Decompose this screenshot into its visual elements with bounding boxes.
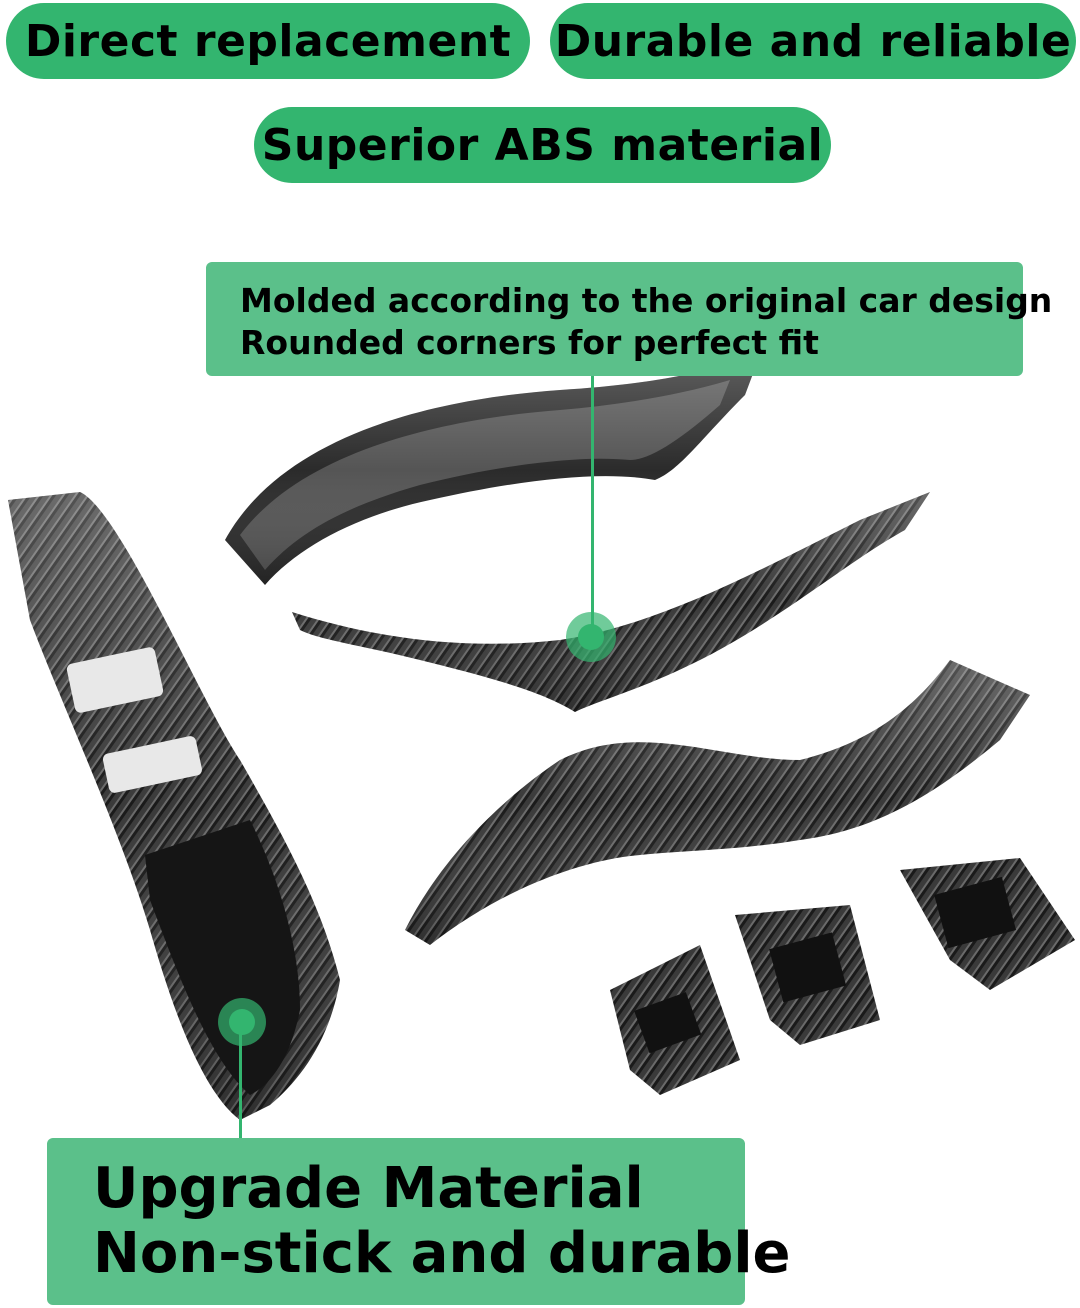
callout-line: Molded according to the original car des… — [240, 281, 1053, 320]
feature-pill-label: Durable and reliable — [554, 15, 1072, 67]
callout-leader-line — [239, 1022, 242, 1140]
feature-pill-label: Superior ABS material — [261, 119, 824, 171]
callout-line: Non-stick and durable — [93, 1221, 791, 1286]
feature-pill-direct-replacement: Direct replacement — [6, 3, 530, 79]
callout-leader-line — [591, 376, 594, 634]
callout-marker-dot — [229, 1009, 255, 1035]
feature-pill-abs-material: Superior ABS material — [254, 107, 831, 183]
window-switch-panel — [8, 492, 340, 1120]
switch-bezel-2 — [735, 905, 880, 1045]
switch-bezel-3 — [900, 858, 1075, 990]
callout-line: Rounded corners for perfect fit — [240, 323, 819, 362]
door-handle-inner-cover — [225, 355, 760, 585]
switch-bezel-1 — [610, 945, 740, 1095]
door-handle-outer-trim-lower — [405, 660, 1030, 945]
callout-molded-design: Molded according to the original car des… — [206, 262, 1053, 376]
feature-pill-label: Direct replacement — [24, 15, 512, 67]
callout-marker-dot — [578, 624, 604, 650]
callout-line: Upgrade Material — [93, 1156, 644, 1221]
door-handle-outer-trim-upper — [292, 492, 930, 712]
feature-pill-durable-reliable: Durable and reliable — [550, 3, 1076, 79]
callout-upgrade-material: Upgrade Material Non-stick and durable — [47, 1138, 791, 1305]
